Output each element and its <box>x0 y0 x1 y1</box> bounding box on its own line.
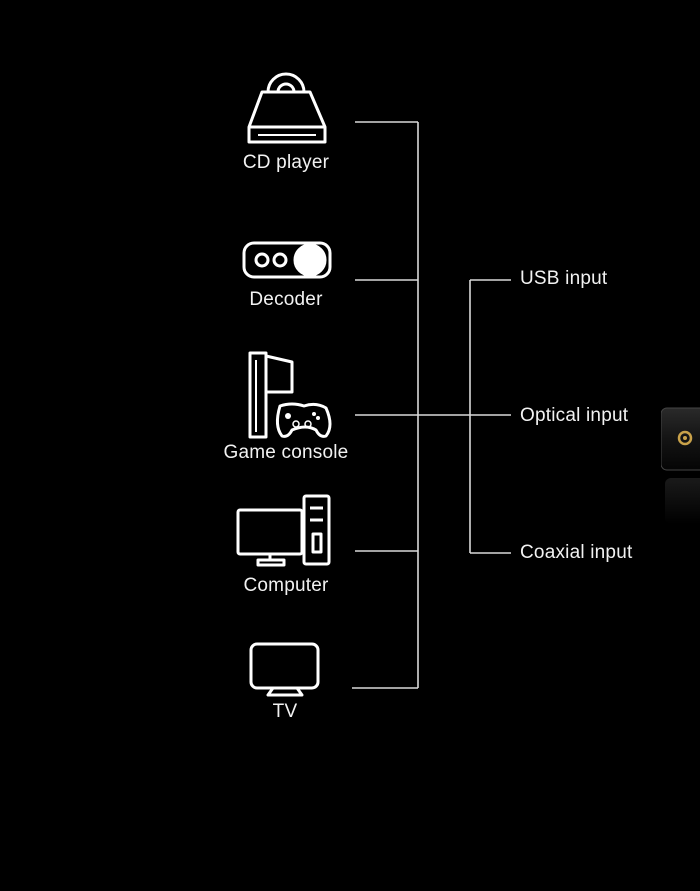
output-label-optical-input: Optical input <box>520 405 629 426</box>
decoder-icon <box>242 241 332 279</box>
game-console-icon <box>248 351 332 439</box>
cd-player-icon <box>247 72 327 144</box>
audio-device-edge <box>661 407 700 524</box>
output-label-usb-input: USB input <box>520 268 608 289</box>
computer-icon <box>236 494 331 567</box>
source-label-decoder: Decoder <box>249 289 323 310</box>
source-label-tv: TV <box>272 701 298 722</box>
source-label-computer: Computer <box>243 575 329 596</box>
source-label-cd-player: CD player <box>242 152 330 173</box>
tv-icon <box>249 642 320 697</box>
output-label-coaxial-input: Coaxial input <box>520 542 633 563</box>
source-label-game-console: Game console <box>223 442 349 463</box>
